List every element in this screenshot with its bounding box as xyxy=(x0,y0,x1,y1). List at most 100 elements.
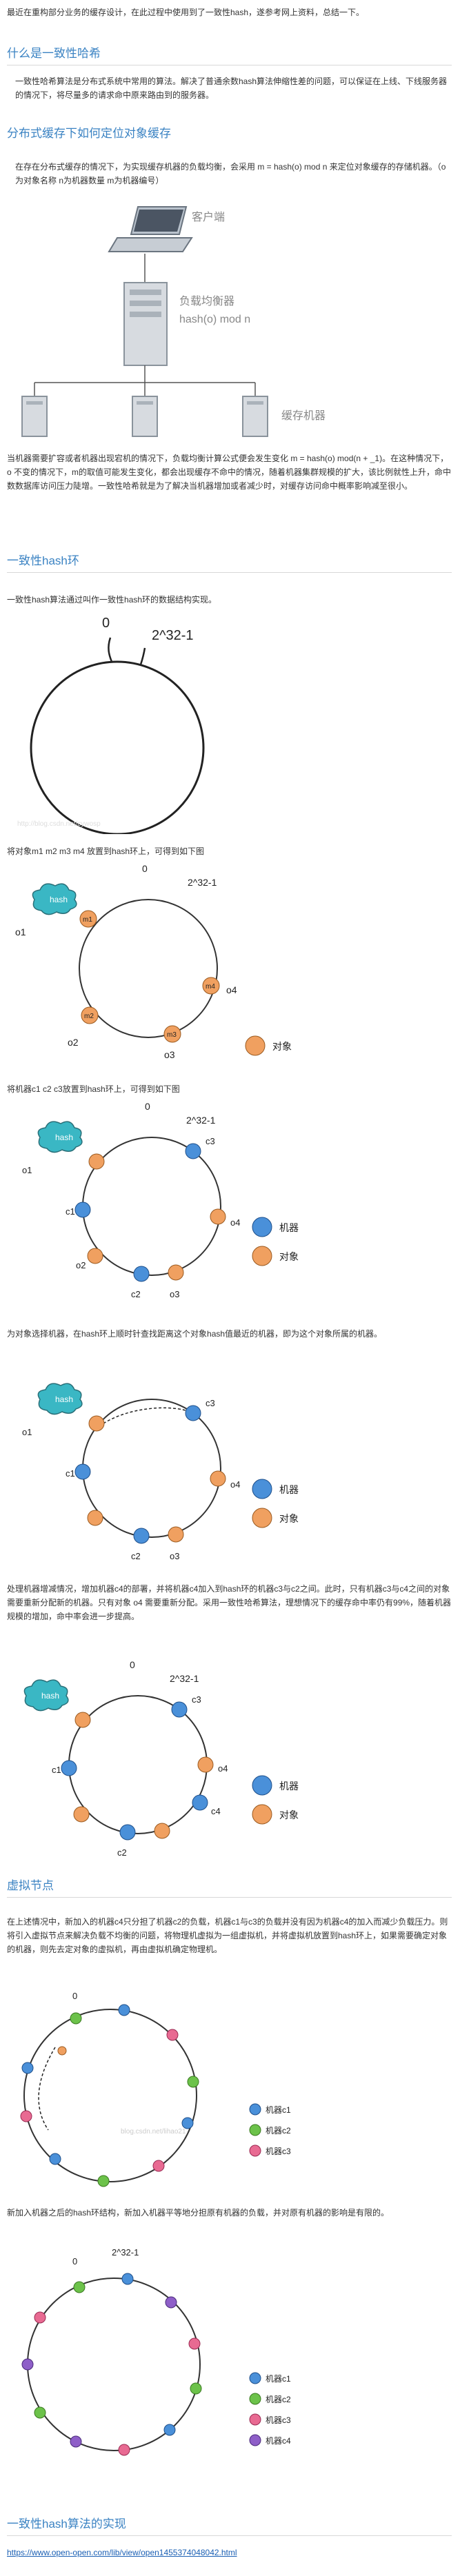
step2-paragraph: 将机器c1 c2 c3放置到hash环上，可得到如下图 xyxy=(7,1084,180,1094)
vnode-c2 xyxy=(187,2076,199,2088)
cache-server-icon xyxy=(21,396,48,437)
machine-name: c3 xyxy=(206,1398,215,1408)
locate-paragraph: 在存在分布式缓存的情况下，为实现缓存机器的负载均衡，会采用 m = hash(o… xyxy=(15,162,446,185)
object-name: o4 xyxy=(218,1763,228,1774)
object-marker xyxy=(57,2046,67,2056)
object-m3 xyxy=(168,1264,184,1281)
legend-c2-marker xyxy=(249,2393,261,2405)
section-rule xyxy=(7,1897,452,1898)
ring-max-label: 2^32-1 xyxy=(112,2247,139,2258)
machine-c1 xyxy=(74,1201,91,1218)
legend-object-label: 对象 xyxy=(279,1809,299,1821)
object-m3 xyxy=(168,1526,184,1543)
legend-object-marker xyxy=(245,1035,266,1056)
ring-max-label: 2^32-1 xyxy=(170,1673,199,1684)
step1-paragraph: 将对象m1 m2 m3 m4 放置到hash环上，可得到如下图 xyxy=(7,846,205,856)
section-rule xyxy=(7,572,452,573)
ring-zero-label: 0 xyxy=(72,2256,77,2266)
ring-zero-label: 0 xyxy=(102,616,110,631)
hash-cloud-label: hash xyxy=(50,895,68,904)
machine-c2 xyxy=(133,1528,150,1544)
object-m4 xyxy=(210,1470,226,1487)
legend-object-marker xyxy=(252,1246,272,1266)
legend-label: 机器c1 xyxy=(266,2374,291,2384)
ring-zero-label: 0 xyxy=(145,1101,150,1112)
object-m3 xyxy=(154,1823,170,1839)
object-name: o2 xyxy=(68,1037,79,1048)
figure-ring: 0 2^32-1 http://blog.csdn.net/cywosp xyxy=(7,607,297,834)
machine-c2 xyxy=(119,1824,136,1840)
ring-max-label: 2^32-1 xyxy=(152,628,194,643)
object-label: m3 xyxy=(167,1031,177,1039)
reference-link[interactable]: https://www.open-open.com/lib/view/open1… xyxy=(7,2548,237,2557)
load-balancer-icon xyxy=(123,282,168,366)
machine-name: c1 xyxy=(66,1468,75,1479)
section-title-locate: 分布式缓存下如何定位对象缓存 xyxy=(7,127,171,140)
intro-paragraph: 最近在重构部分业务的缓存设计，在此过程中使用到了一致性hash，遂参考网上资料，… xyxy=(7,8,365,17)
object-m4 xyxy=(197,1756,214,1773)
object-name: o4 xyxy=(230,1217,240,1228)
object-m2 xyxy=(81,1006,99,1024)
vnode-c3 xyxy=(34,2311,46,2324)
machine-c3 xyxy=(171,1701,188,1718)
vnode-c4 xyxy=(70,2435,82,2448)
object-name: o1 xyxy=(22,1427,32,1437)
machine-name: c1 xyxy=(66,1206,75,1217)
lb-label-1: 负载均衡器 xyxy=(179,295,234,307)
legend-c3-marker xyxy=(249,2144,261,2157)
machine-name: c2 xyxy=(117,1847,127,1858)
vnode-c4 xyxy=(165,2296,177,2309)
hash-cloud-label: hash xyxy=(41,1691,59,1701)
vnode-c2 xyxy=(34,2406,46,2419)
object-m2 xyxy=(87,1510,103,1526)
figure-assign: hash c1 c2 c3 o1 o3 o4 机器 对象 xyxy=(7,1358,352,1572)
machine-name: c1 xyxy=(52,1765,61,1775)
vnode-c2 xyxy=(73,2281,86,2293)
watermark: blog.csdn.net/lihao21 xyxy=(121,2128,186,2136)
locate-after-paragraph: 当机器需要扩容或者机器出现宕机的情况下，负载均衡计算公式便会发生变化 m = h… xyxy=(7,454,452,491)
object-name: o1 xyxy=(22,1165,32,1175)
section-title-virtual: 虚拟节点 xyxy=(7,1879,54,1892)
ring-paragraph: 一致性hash算法通过叫作一致性hash环的数据结构实现。 xyxy=(7,595,217,605)
cache-label: 缓存机器 xyxy=(281,409,326,422)
legend-c3-marker xyxy=(249,2413,261,2426)
what-paragraph: 一致性哈希算法是分布式系统中常用的算法。解决了普通余数hash算法伸缩性差的问题… xyxy=(15,77,448,100)
section-title-impl: 一致性hash算法的实现 xyxy=(7,2517,126,2531)
section-title-what: 什么是一致性哈希 xyxy=(7,47,101,60)
cache-server-icon xyxy=(242,396,268,437)
object-name: o4 xyxy=(226,984,237,995)
object-m4 xyxy=(210,1208,226,1225)
vnode-c3 xyxy=(166,2029,179,2041)
ring-zero-label: 0 xyxy=(72,1991,77,2001)
figure-virtual-add: 0 2^32-1 机器c1 机器c2 机器c3 机器c4 xyxy=(7,2240,366,2488)
hash-cloud-label: hash xyxy=(55,1395,73,1404)
legend-machine-marker xyxy=(252,1775,272,1796)
vnode-c1 xyxy=(118,2004,130,2016)
ring-zero-label: 0 xyxy=(130,1659,135,1670)
object-label: m4 xyxy=(206,983,215,991)
machine-c1 xyxy=(74,1463,91,1480)
object-name: o3 xyxy=(164,1049,175,1060)
section-title-ring: 一致性hash环 xyxy=(7,554,79,567)
object-m2 xyxy=(87,1248,103,1264)
legend-machine-label: 机器 xyxy=(279,1222,299,1233)
client-label: 客户端 xyxy=(192,211,225,223)
vnode-c3 xyxy=(188,2337,201,2350)
object-m4 xyxy=(202,977,220,995)
object-m1 xyxy=(88,1153,105,1170)
virtual-after-paragraph: 新加入机器之后的hash环结构，新加入机器平等地分担原有机器的负载，并对原有机器… xyxy=(7,2208,390,2218)
object-name: o2 xyxy=(76,1260,86,1270)
vnode-c1 xyxy=(121,2273,134,2285)
legend-object-label: 对象 xyxy=(272,1041,292,1052)
vnode-c1 xyxy=(49,2153,61,2165)
watermark: http://blog.csdn.net/cywosp xyxy=(17,820,101,828)
legend-machine-marker xyxy=(252,1217,272,1237)
virtual-paragraph: 在上述情况中，新加入的机器c4只分担了机器c2的负载，机器c1与c3的负载并没有… xyxy=(7,1917,448,1954)
vnode-c2 xyxy=(97,2175,110,2187)
vnode-c1 xyxy=(163,2424,176,2436)
legend-label: 机器c2 xyxy=(266,2395,291,2404)
figure-add-machine: 0 2^32-1 hash c1 c2 c3 c4 o4 机器 对象 xyxy=(7,1654,352,1868)
vnode-c3 xyxy=(152,2160,165,2172)
hash-cloud-label: hash xyxy=(55,1133,73,1142)
vnode-c2 xyxy=(190,2382,202,2395)
